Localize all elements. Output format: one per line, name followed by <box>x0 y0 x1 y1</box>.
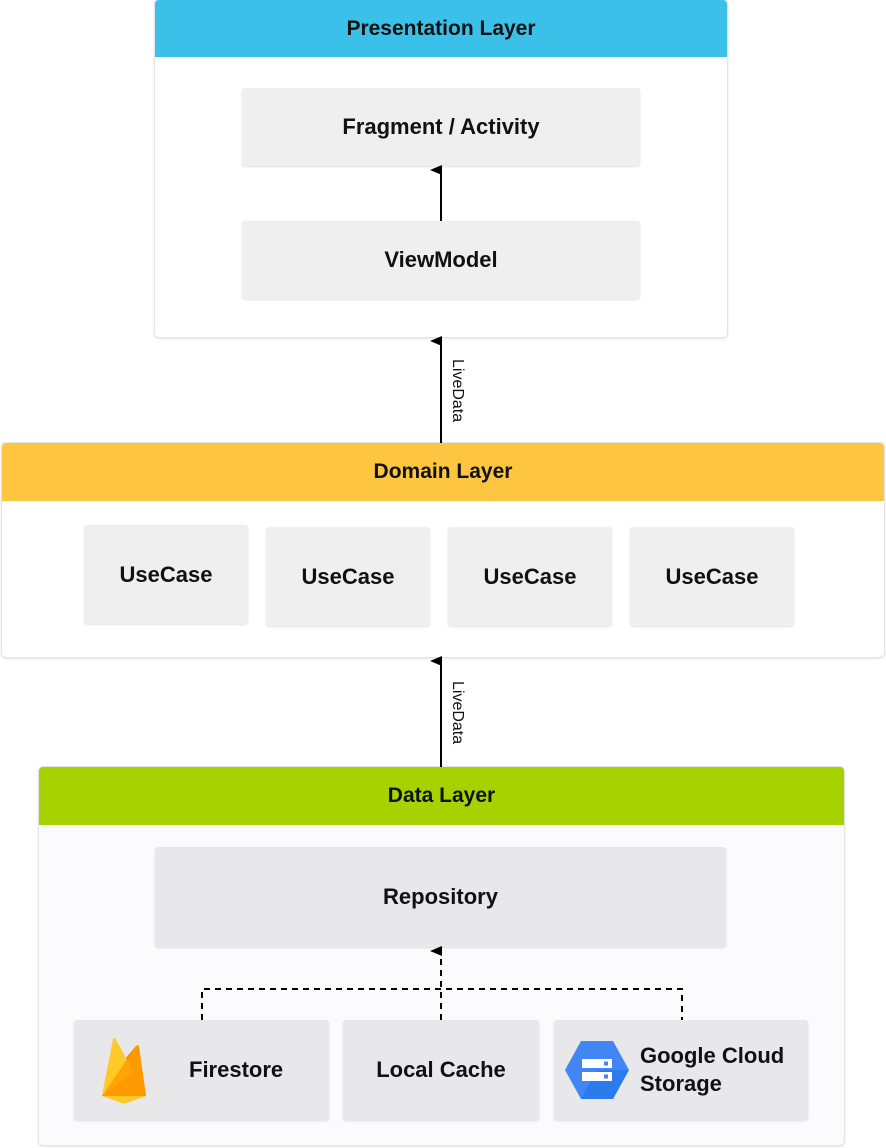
viewmodel-box: ViewModel <box>242 221 640 299</box>
local-cache-box: Local Cache <box>343 1020 539 1120</box>
usecase-box-4: UseCase <box>630 527 794 626</box>
usecase-box-2: UseCase <box>266 527 430 626</box>
repository-box: Repository <box>155 847 726 947</box>
fragment-activity-box: Fragment / Activity <box>242 88 640 166</box>
google-cloud-storage-icon <box>565 1041 629 1099</box>
domain-layer-title: Domain Layer <box>2 443 884 501</box>
firestore-box: Firestore <box>74 1020 329 1120</box>
livedata-label-top: LiveData <box>449 359 466 423</box>
usecase-box-1: UseCase <box>84 525 248 624</box>
dashed-source-connector <box>201 988 683 1020</box>
data-layer-title: Data Layer <box>39 767 844 825</box>
livedata-label-bottom: LiveData <box>449 681 466 745</box>
google-cloud-storage-label: Google Cloud Storage <box>640 1043 785 1096</box>
firebase-icon <box>102 1038 146 1104</box>
firestore-label: Firestore <box>189 1057 284 1082</box>
google-cloud-storage-box: Google Cloud Storage <box>554 1020 808 1120</box>
usecase-box-3: UseCase <box>448 527 612 626</box>
presentation-layer-title: Presentation Layer <box>155 0 727 57</box>
